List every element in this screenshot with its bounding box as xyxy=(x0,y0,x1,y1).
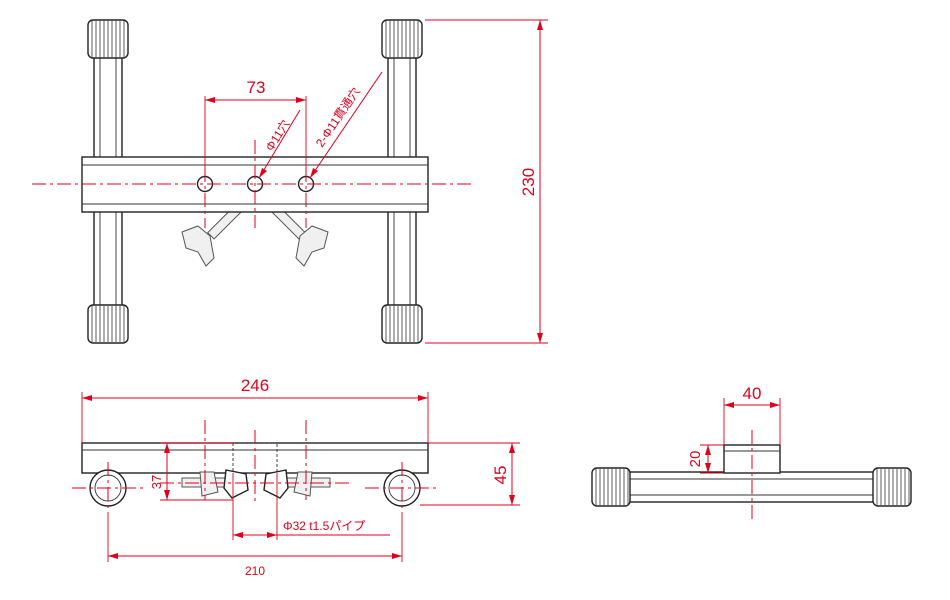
wing-screw-left xyxy=(181,205,242,267)
dim-hole-spacing: 73 xyxy=(204,78,307,174)
foot-cap-bottom-left xyxy=(87,304,129,344)
dim-clamp-height-text: 37 xyxy=(149,475,164,489)
dim-block-height-text: 20 xyxy=(687,451,704,468)
front-clamp-right xyxy=(263,469,331,499)
side-view: 40 20 xyxy=(591,384,912,522)
dim-block-width-text: 40 xyxy=(743,384,762,403)
front-view: 246 37 45 Φ32 t1.5パイプ xyxy=(72,376,520,578)
dim-hole-spacing-text: 73 xyxy=(247,78,266,97)
label-through-holes: 2-Φ11貫通穴 xyxy=(312,84,363,149)
side-pipe xyxy=(624,471,876,503)
label-pipe: Φ32 t1.5パイプ xyxy=(283,519,365,533)
dim-foot-spacing: 210 xyxy=(107,512,403,578)
wing-screw-right xyxy=(271,205,329,267)
top-view: 73 Φ11穴 2-Φ11貫通穴 230 xyxy=(32,19,548,344)
dim-clamp-height: 37 xyxy=(149,442,233,501)
foot-cap-top-left xyxy=(87,19,129,59)
side-cap-right xyxy=(872,467,912,507)
foot-cap-bottom-right xyxy=(381,304,423,344)
front-clamp-left xyxy=(181,469,249,499)
dim-height-text: 45 xyxy=(491,466,510,485)
dim-overall-depth: 230 xyxy=(425,19,548,344)
dim-block-height: 20 xyxy=(687,444,724,474)
side-cap-left xyxy=(591,467,631,507)
dim-block-width: 40 xyxy=(723,384,781,445)
dim-foot-spacing-text: 210 xyxy=(245,564,265,578)
dim-overall-depth-text: 230 xyxy=(519,168,538,196)
label-center-hole: Φ11穴 xyxy=(262,117,293,154)
dim-pipe: Φ32 t1.5パイプ xyxy=(232,473,390,540)
foot-cap-top-right xyxy=(381,19,423,59)
dim-height: 45 xyxy=(420,442,520,506)
dim-overall-width-text: 246 xyxy=(241,376,269,395)
dim-overall-width: 246 xyxy=(81,376,429,443)
